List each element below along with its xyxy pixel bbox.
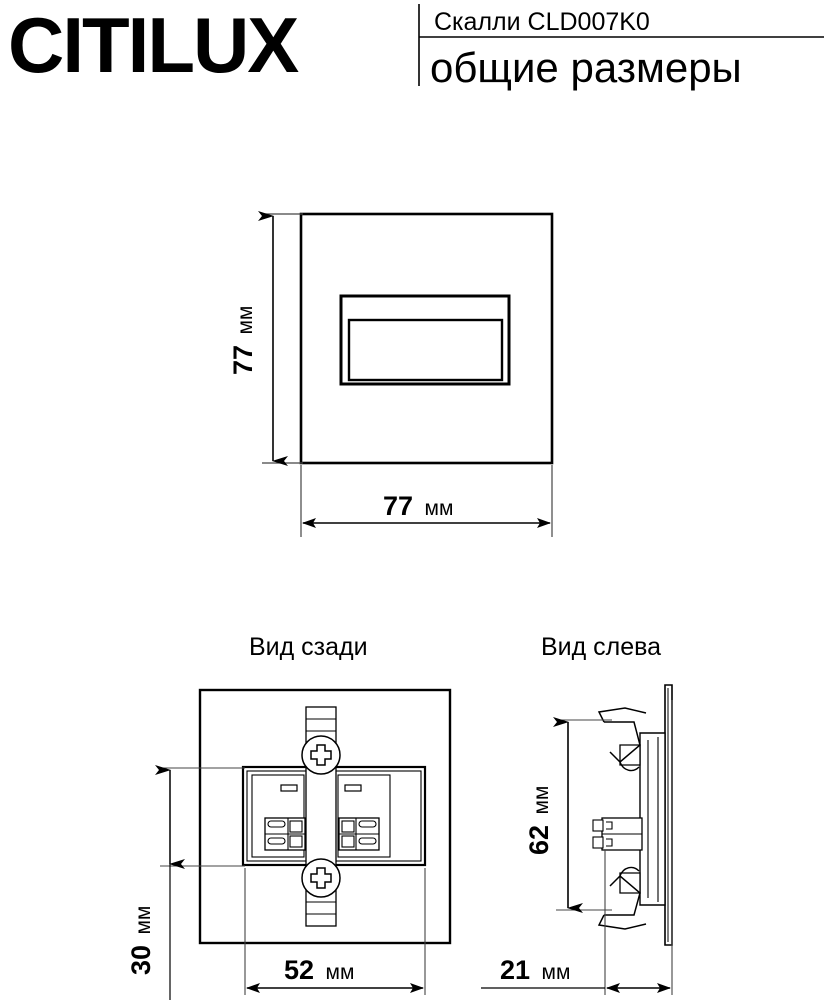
left-depth-unit: мм [542, 961, 571, 984]
left-view: Вид слева [481, 633, 673, 995]
left-depth-value: 21 [500, 955, 530, 985]
rear-height-value: 30 [126, 945, 156, 975]
spring-clip-lower-curve [619, 866, 640, 877]
vent-slot-right [344, 784, 362, 792]
spring-clip-lower-arm [597, 914, 647, 930]
front-view-led-aperture [347, 318, 504, 382]
spring-clip-upper [604, 721, 641, 764]
rear-width-dimension-label: 52 мм [284, 955, 354, 985]
screw-bottom [301, 858, 341, 898]
front-width-value: 77 [383, 491, 413, 521]
svg-text:62 мм: 62 мм [524, 786, 554, 855]
left-view-terminal-block [592, 817, 643, 851]
spring-clip-upper-arm [597, 707, 647, 723]
left-view-title: Вид слева [541, 633, 661, 661]
rear-view-title: Вид сзади [249, 633, 368, 661]
svg-text:77 мм: 77 мм [228, 306, 258, 375]
phillips-cross-icon [310, 744, 332, 766]
vent-slot-left [280, 784, 298, 792]
subtitle-label: общие размеры [430, 44, 742, 91]
left-height-dimension-label: 62 мм [524, 786, 554, 855]
front-height-dimension-label: 77 мм [228, 306, 258, 375]
spring-clip-upper-curve [619, 761, 640, 772]
rear-right-compartment [337, 774, 391, 858]
left-height-value: 62 [524, 825, 554, 855]
left-height-unit: мм [530, 786, 553, 815]
citilux-logo: CITILUX [8, 1, 301, 89]
svg-text:30 мм: 30 мм [126, 906, 156, 975]
model-label: Скалли CLD007K0 [434, 8, 650, 36]
header: CITILUX Скалли CLD007K0 общие размеры [8, 1, 824, 91]
rear-height-unit: мм [132, 906, 155, 935]
rear-left-compartment [251, 774, 306, 858]
rear-width-value: 52 [284, 955, 314, 985]
front-width-unit: мм [425, 497, 454, 520]
rear-view: Вид сзади [126, 633, 452, 1000]
left-view-housing-body [639, 732, 666, 906]
spring-clip-lower [604, 874, 641, 916]
phillips-cross-icon [310, 867, 332, 889]
screw-top [301, 735, 341, 775]
brand-wordmark: CITILUX [8, 1, 299, 89]
terminal-block-right [338, 817, 380, 851]
front-width-dimension-label: 77 мм [383, 491, 453, 521]
terminal-block-left [264, 817, 306, 851]
front-height-unit: мм [234, 306, 257, 335]
front-view: 77 мм 77 мм [228, 211, 554, 537]
rear-width-unit: мм [326, 961, 355, 984]
left-depth-dimension-label: 21 мм [500, 955, 570, 985]
front-height-value: 77 [228, 345, 258, 375]
rear-height-dimension-label: 30 мм [126, 906, 156, 975]
